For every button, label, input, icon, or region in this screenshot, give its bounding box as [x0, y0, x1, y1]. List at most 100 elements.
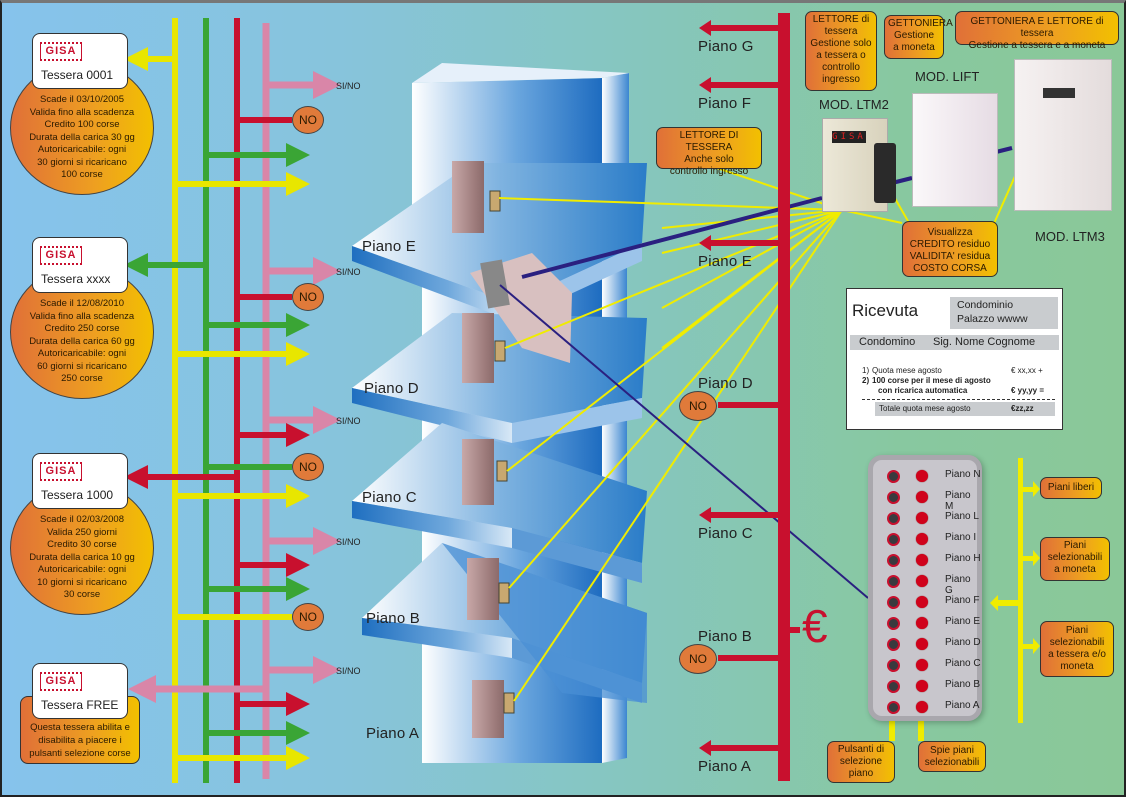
card-info-line: 60 giorni si ricaricano [37, 360, 127, 372]
si-no-label: SI/NO [336, 416, 361, 426]
panel-floor-label: Piano B [945, 679, 981, 690]
gisa-logo: GISA [40, 462, 82, 481]
floor-arrow [707, 82, 779, 88]
floor-select-button[interactable] [887, 638, 900, 651]
panel-row: Piano I [881, 531, 981, 549]
riser-floor-label: Piano A [698, 758, 752, 775]
floor-select-button[interactable] [887, 575, 900, 588]
callout-line: controllo ingresso [669, 166, 749, 177]
callout-line: Piani [1063, 540, 1087, 551]
no-badge: NO [292, 603, 324, 631]
floor-select-button[interactable] [887, 680, 900, 693]
callout-line: Gestione [893, 30, 935, 41]
card-info-line: Durata della carica 10 gg [29, 551, 135, 563]
callout-line: CREDITO residuo [909, 239, 991, 250]
euro-icon: € [802, 600, 828, 652]
panel-row: Piano C [881, 657, 981, 675]
floor-select-button[interactable] [887, 491, 900, 504]
arrow-head-icon [699, 507, 711, 523]
receipt-item-desc: Quota mese agosto [872, 366, 942, 375]
card-info-line: Scade il 12/08/2010 [40, 298, 124, 309]
floor-select-button[interactable] [887, 701, 900, 714]
panel-floor-label: Piano E [945, 616, 981, 627]
card-title: Tessera 1000 [41, 488, 114, 502]
callout-line: tessera [824, 26, 858, 37]
receipt-item-num: 2) [862, 376, 870, 385]
building-floor-label: Piano E [362, 238, 416, 255]
riser-floor-label: Piano G [698, 38, 754, 55]
riser-floor-label: Piano F [698, 95, 752, 112]
card-info-line: 30 giorni si ricaricano [37, 156, 127, 168]
card-info-line: Autoricaricabile: ogni [37, 144, 127, 155]
callout-line: a moneta [1054, 564, 1096, 575]
card-info-line: disabilita a piacere i [38, 735, 122, 746]
riser-floor-label: Piano C [698, 525, 753, 542]
floor-select-button[interactable] [887, 470, 900, 483]
no-badge: NO [292, 453, 324, 481]
callout-line: controllo [822, 62, 860, 73]
card-info-line: 250 corse [61, 373, 103, 384]
callout-line: a tessera e/o [1048, 649, 1106, 660]
receipt-item-desc: 100 corse per il mese di agosto [872, 376, 991, 385]
floor-indicator-led [916, 470, 928, 482]
panel-row: Piano N [881, 468, 981, 486]
card-info-line: Valida 250 giorni [46, 526, 118, 538]
floor-indicator-led [916, 575, 928, 587]
gisa-logo: GISA [40, 42, 82, 61]
gisa-card: GISA Tessera FREE [32, 663, 128, 719]
card-info-line: Credito 250 corse [44, 323, 120, 334]
receipt-item-num: 1) [862, 366, 870, 375]
no-badge: NO [292, 283, 324, 311]
floor-branch [718, 402, 779, 408]
arrow-head-icon [699, 20, 711, 36]
receipt-total-label: Totale quota mese agosto [879, 404, 971, 413]
no-badge: NO [679, 391, 717, 421]
floor-select-button[interactable] [887, 617, 900, 630]
building-floor-label: Piano C [362, 489, 417, 506]
cabin-panel-illustration [470, 253, 572, 363]
gisa-card: GISA Tessera xxxx [32, 237, 128, 293]
si-no-label: SI/NO [336, 666, 361, 676]
floor-slab-d [352, 313, 647, 443]
elevator-doors [452, 161, 504, 738]
device-lift [912, 93, 998, 207]
receipt-divider [862, 399, 1055, 400]
panel-floor-label: Piano G [945, 574, 971, 596]
floor-select-button[interactable] [887, 512, 900, 525]
panel-floor-label: Piano I [945, 532, 977, 543]
building-floor-label: Piano A [366, 725, 420, 742]
floor-select-button[interactable] [887, 659, 900, 672]
gisa-card: GISA Tessera 0001 [32, 33, 128, 89]
callout-line: Piani liberi [1047, 482, 1095, 493]
floor-slab-c [352, 423, 647, 583]
card-slot-reader [874, 143, 896, 203]
floor-indicator-led [916, 533, 928, 545]
floor-select-button[interactable] [887, 554, 900, 567]
card-readers [489, 190, 515, 714]
card-info-line: Durata della carica 60 gg [29, 335, 135, 347]
floor-indicator-led [916, 638, 928, 650]
floor-arrow [707, 512, 779, 518]
no-badge: NO [679, 644, 717, 674]
device-ltm3 [1014, 59, 1112, 211]
panel-row: Piano F [881, 594, 981, 612]
callout-line: VALIDITA' residua [909, 251, 991, 262]
floor-select-button[interactable] [887, 596, 900, 609]
callout-line: Pulsanti di [837, 744, 885, 755]
callout-piani-liberi: Piani liberi [1040, 477, 1102, 499]
card-info-line: 100 corse [61, 169, 103, 180]
riser-bar [778, 13, 790, 781]
panel-floor-label: Piano D [945, 637, 981, 648]
floor-select-button[interactable] [887, 533, 900, 546]
floor-branch [718, 655, 779, 661]
card-info-line: 30 corse [63, 589, 101, 600]
card-info-line: 10 giorni si ricaricano [37, 576, 127, 588]
callout-line: Visualizza [927, 227, 973, 238]
callout-line: Palazzo wwww [957, 313, 1028, 325]
building-floor-label: Piano B [366, 610, 420, 627]
arrow-head-icon [699, 235, 711, 251]
card-info-line: Durata della carica 30 gg [29, 131, 135, 143]
